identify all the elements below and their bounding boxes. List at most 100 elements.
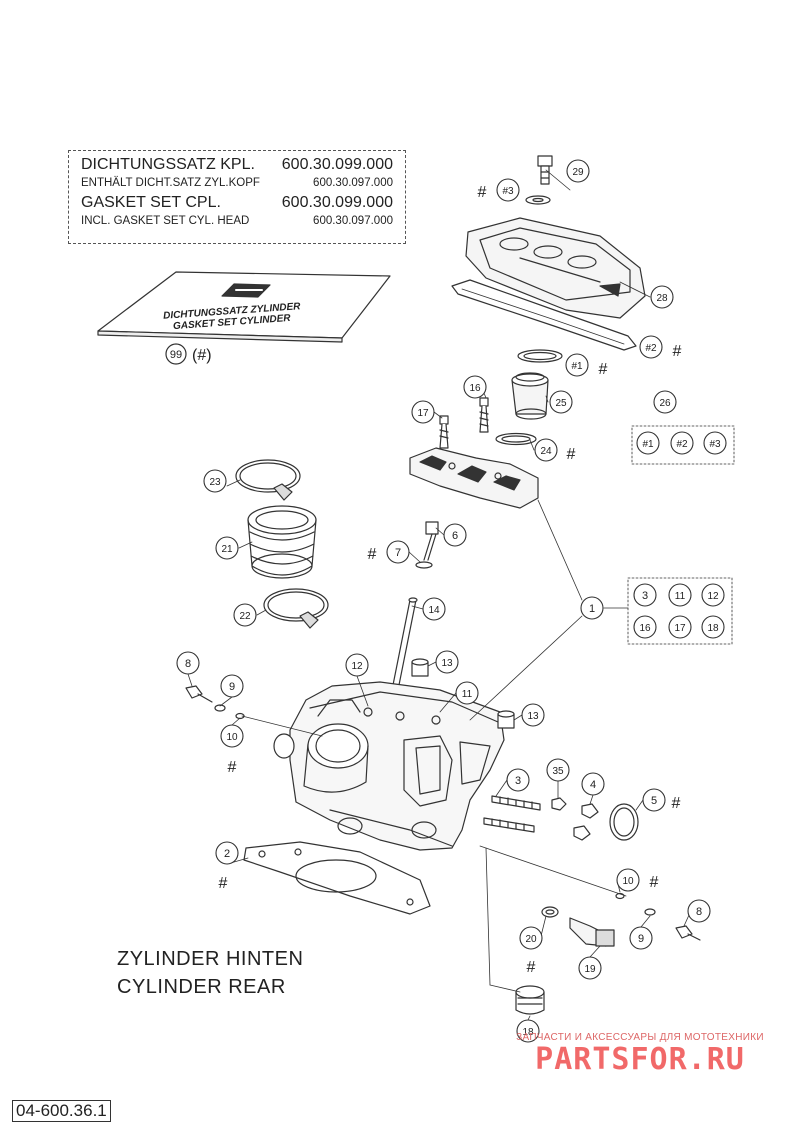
valve-cover[interactable] — [465, 217, 646, 319]
callout-9a[interactable]: 9 — [220, 674, 244, 698]
callout-label: 4 — [590, 779, 596, 791]
callout-11[interactable]: 11 — [455, 681, 479, 705]
callout-20[interactable]: 20 — [519, 926, 543, 950]
plug-18[interactable] — [515, 985, 545, 1015]
gasket-ref-label: #2 — [645, 343, 657, 354]
callout-12[interactable]: 12 — [345, 653, 369, 677]
callout-24[interactable]: 24 — [534, 438, 558, 462]
o-ring-spark-plug[interactable] — [517, 349, 563, 363]
callout-7[interactable]: 7 — [386, 540, 410, 564]
gasket-card-ref[interactable]: 99 (#) — [165, 343, 212, 365]
washer-9-right[interactable] — [644, 908, 656, 916]
gasket-card-suffix: (#) — [192, 347, 212, 364]
callout-3[interactable]: 3 — [506, 768, 530, 792]
callout-s11[interactable]: 11 — [668, 583, 692, 607]
gasket-ref-h2[interactable]: #2 — [639, 335, 663, 359]
callout-s16[interactable]: 16 — [633, 615, 657, 639]
callout-9b[interactable]: 9 — [629, 926, 653, 950]
callout-label: 7 — [395, 547, 401, 559]
screw-8-right[interactable] — [675, 925, 701, 941]
diagram-caption: ZYLINDER HINTEN CYLINDER REAR — [117, 945, 303, 1001]
screw-8-left[interactable] — [185, 685, 213, 703]
o-ring-tube-base[interactable] — [495, 432, 537, 446]
gasket-ref-k2[interactable]: #2 — [670, 431, 694, 455]
nut-4-upper[interactable] — [581, 803, 599, 819]
callout-s12[interactable]: 12 — [701, 583, 725, 607]
nut-4-lower[interactable] — [573, 825, 591, 841]
callout-19[interactable]: 19 — [578, 956, 602, 980]
callout-8a[interactable]: 8 — [176, 651, 200, 675]
callout-28[interactable]: 28 — [650, 285, 674, 309]
callout-1[interactable]: 1 — [580, 596, 604, 620]
intake-manifold-rubber[interactable] — [247, 505, 317, 579]
bolt-14[interactable] — [391, 597, 418, 691]
gasket-ref-k3[interactable]: #3 — [703, 431, 727, 455]
gasket-box-line: INCL. GASKET SET CYL. HEAD 600.30.097.00… — [81, 212, 393, 231]
gasket-set-info-box: DICHTUNGSSATZ KPL. 600.30.099.000 ENTHÄL… — [68, 150, 406, 244]
callout-8b[interactable]: 8 — [687, 899, 711, 923]
cap-13-right[interactable] — [497, 710, 515, 729]
washer-9-left[interactable] — [214, 704, 226, 712]
stud-3-upper[interactable] — [491, 795, 541, 811]
gasket-ref-h1[interactable]: #1 — [565, 353, 589, 377]
hash-ref-layer: #1 #2 #3 #1 #2 #3 — [496, 178, 727, 455]
callout-label: 6 — [452, 530, 458, 542]
callout-label: 16 — [639, 623, 651, 634]
callout-label: 2 — [224, 848, 230, 860]
callout-35[interactable]: 35 — [546, 758, 570, 782]
gasket-ref-k1[interactable]: #1 — [636, 431, 660, 455]
screw-16[interactable] — [479, 397, 489, 433]
valve-cover-gasket[interactable] — [451, 279, 637, 351]
screw-17[interactable] — [439, 415, 449, 449]
callout-18[interactable]: 18 — [516, 1019, 540, 1043]
callout-14[interactable]: 14 — [422, 597, 446, 621]
callout-s17[interactable]: 17 — [668, 615, 692, 639]
gasket-box-label: ENTHÄLT DICHT.SATZ ZYL.KOPF — [81, 177, 260, 189]
gasket-ref-label: #3 — [709, 439, 721, 450]
callout-21[interactable]: 21 — [215, 536, 239, 560]
callout-10a[interactable]: 10 — [220, 724, 244, 748]
watermark-tagline: ЗАПЧАСТИ И АКСЕССУАРЫ ДЛЯ МОТОТЕХНИКИ — [516, 1032, 764, 1043]
callout-17[interactable]: 17 — [411, 400, 435, 424]
callout-4[interactable]: 4 — [581, 772, 605, 796]
callout-s18[interactable]: 18 — [701, 615, 725, 639]
callout-29[interactable]: 29 — [566, 159, 590, 183]
o-ring-5[interactable] — [609, 803, 639, 841]
callout-2[interactable]: 2 — [215, 841, 239, 865]
screw-6[interactable] — [423, 521, 439, 561]
callout-6[interactable]: 6 — [443, 523, 467, 547]
callout-25[interactable]: 25 — [549, 390, 573, 414]
hose-clamp-top[interactable] — [235, 459, 301, 501]
callout-13b[interactable]: 13 — [521, 703, 545, 727]
hose-clamp-bottom[interactable] — [263, 588, 329, 629]
callout-5[interactable]: 5 — [642, 788, 666, 812]
callout-22[interactable]: 22 — [233, 603, 257, 627]
cylinder-head-gasket[interactable] — [243, 841, 431, 915]
washer-20[interactable] — [541, 906, 559, 918]
washer-7[interactable] — [415, 561, 433, 569]
washer-small[interactable] — [525, 195, 551, 205]
gasket-set-card[interactable]: DICHTUNGSSATZ ZYLINDER GASKET SET CYLIND… — [97, 271, 391, 343]
temperature-sensor[interactable] — [569, 917, 615, 947]
callout-label: 14 — [428, 605, 440, 616]
callout-23[interactable]: 23 — [203, 469, 227, 493]
breather-bolt[interactable] — [537, 155, 553, 185]
callout-s3[interactable]: 3 — [633, 583, 657, 607]
spark-plug-tube[interactable] — [511, 372, 549, 420]
camshaft-bridge[interactable] — [409, 447, 539, 509]
callout-13a[interactable]: 13 — [435, 650, 459, 674]
callout-10b[interactable]: 10 — [616, 868, 640, 892]
nut-35[interactable] — [551, 797, 567, 811]
cap-13-top[interactable] — [411, 658, 429, 677]
watermark-logo: PARTSFOR.RU — [535, 1042, 745, 1077]
callout-16[interactable]: 16 — [463, 375, 487, 399]
caption-line-de: ZYLINDER HINTEN — [117, 948, 304, 970]
caption-line-en: CYLINDER REAR — [117, 976, 286, 998]
callout-26[interactable]: 26 — [653, 390, 677, 414]
callout-label: 22 — [239, 611, 251, 622]
gasket-ref-h3[interactable]: #3 — [496, 178, 520, 202]
callout-label: 18 — [522, 1027, 534, 1038]
cylinder-head[interactable] — [273, 681, 505, 851]
stud-3-lower[interactable] — [483, 817, 535, 833]
gasket-set-mark: # — [673, 343, 682, 360]
